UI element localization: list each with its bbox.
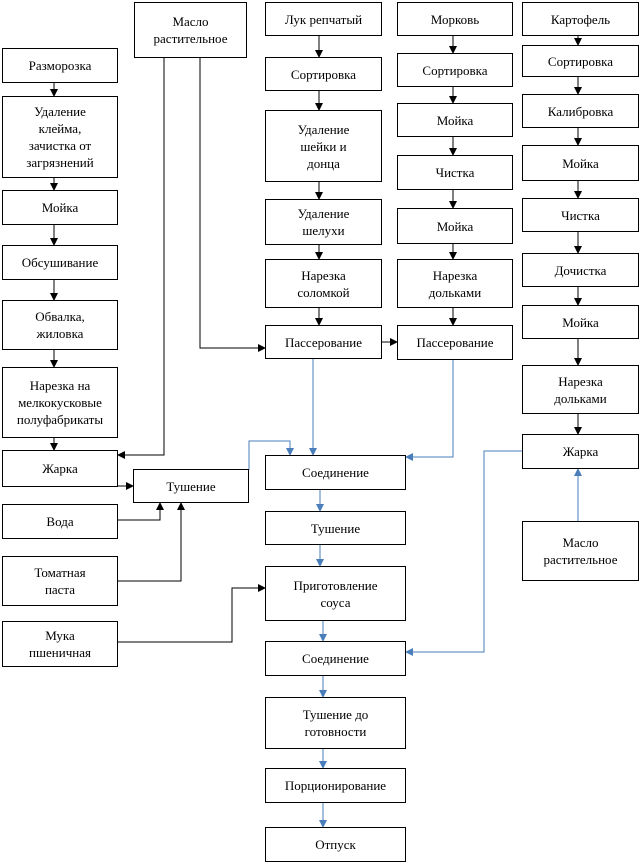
neck-removal-box: Удаление шейки и донца <box>265 110 382 182</box>
carrot-saute-box: Пассерование <box>397 325 513 360</box>
carrot-washing2-box: Мойка <box>397 208 513 244</box>
arrow-potato-fry-combining2 <box>405 450 522 656</box>
arrow-water-stewing <box>118 502 164 521</box>
tomato-paste-box: Томатная паста <box>2 556 118 606</box>
potato-sizing-box: Калибровка <box>522 94 639 128</box>
flour-box: Мука пшеничная <box>2 621 118 667</box>
thawing-box: Разморозка <box>2 48 118 83</box>
potato-sorting-box: Сортировка <box>522 45 639 77</box>
stew-ready-box: Тушение до готовности <box>265 697 406 749</box>
arrow-oil-onion-saute <box>199 58 266 352</box>
husk-removal-box: Удаление шелухи <box>265 199 382 245</box>
carrot-slicing-box: Нарезка дольками <box>397 259 513 308</box>
onion-julienne-box: Нарезка соломкой <box>265 259 382 308</box>
arrow-oil-frying <box>117 58 165 459</box>
sauce-prep-box: Приготовление соуса <box>265 566 406 621</box>
oil-top-box: Масло растительное <box>134 2 247 58</box>
carrot-washing1-box: Мойка <box>397 103 513 137</box>
carrot-peeling-box: Чистка <box>397 155 513 190</box>
drying-box: Обсушивание <box>2 245 118 280</box>
combining2-box: Соединение <box>265 641 406 676</box>
meat-stewing-box: Тушение <box>133 469 249 503</box>
meat-frying-box: Жарка <box>2 450 118 487</box>
deboning-box: Обвалка, жиловка <box>2 300 118 350</box>
carrot-sorting-box: Сортировка <box>397 53 513 87</box>
potato-slicing-box: Нарезка дольками <box>522 365 639 414</box>
potato-finishing-box: Дочистка <box>522 253 639 287</box>
cutting-box: Нарезка на мелкокусковые полуфабрикаты <box>2 367 118 438</box>
stamp-removal-box: Удаление клейма, зачистка от загрязнений <box>2 96 118 178</box>
onion-box: Лук репчатый <box>265 2 382 36</box>
water-box: Вода <box>2 504 118 539</box>
arrow-flour-sauce <box>118 584 266 643</box>
combining1-box: Соединение <box>265 455 406 490</box>
potato-frying-box: Жарка <box>522 434 639 469</box>
serving-box: Отпуск <box>265 827 406 862</box>
potato-washing1-box: Мойка <box>522 145 639 181</box>
onion-sorting-box: Сортировка <box>265 57 382 91</box>
center-stewing-box: Тушение <box>265 511 406 545</box>
arrow-tomato-stewing <box>118 502 185 582</box>
potato-washing2-box: Мойка <box>522 305 639 339</box>
oil-bottom-box: Масло растительное <box>522 521 639 581</box>
arrow-carrot-saute-combining1 <box>405 360 454 461</box>
arrow-stewing-combining1 <box>248 440 294 470</box>
washing-box: Мойка <box>2 190 118 225</box>
carrot-box: Морковь <box>397 2 513 36</box>
potato-box: Картофель <box>522 2 639 36</box>
portioning-box: Порционирование <box>265 768 406 803</box>
onion-saute-box: Пассерование <box>265 325 382 359</box>
potato-peeling-box: Чистка <box>522 198 639 232</box>
